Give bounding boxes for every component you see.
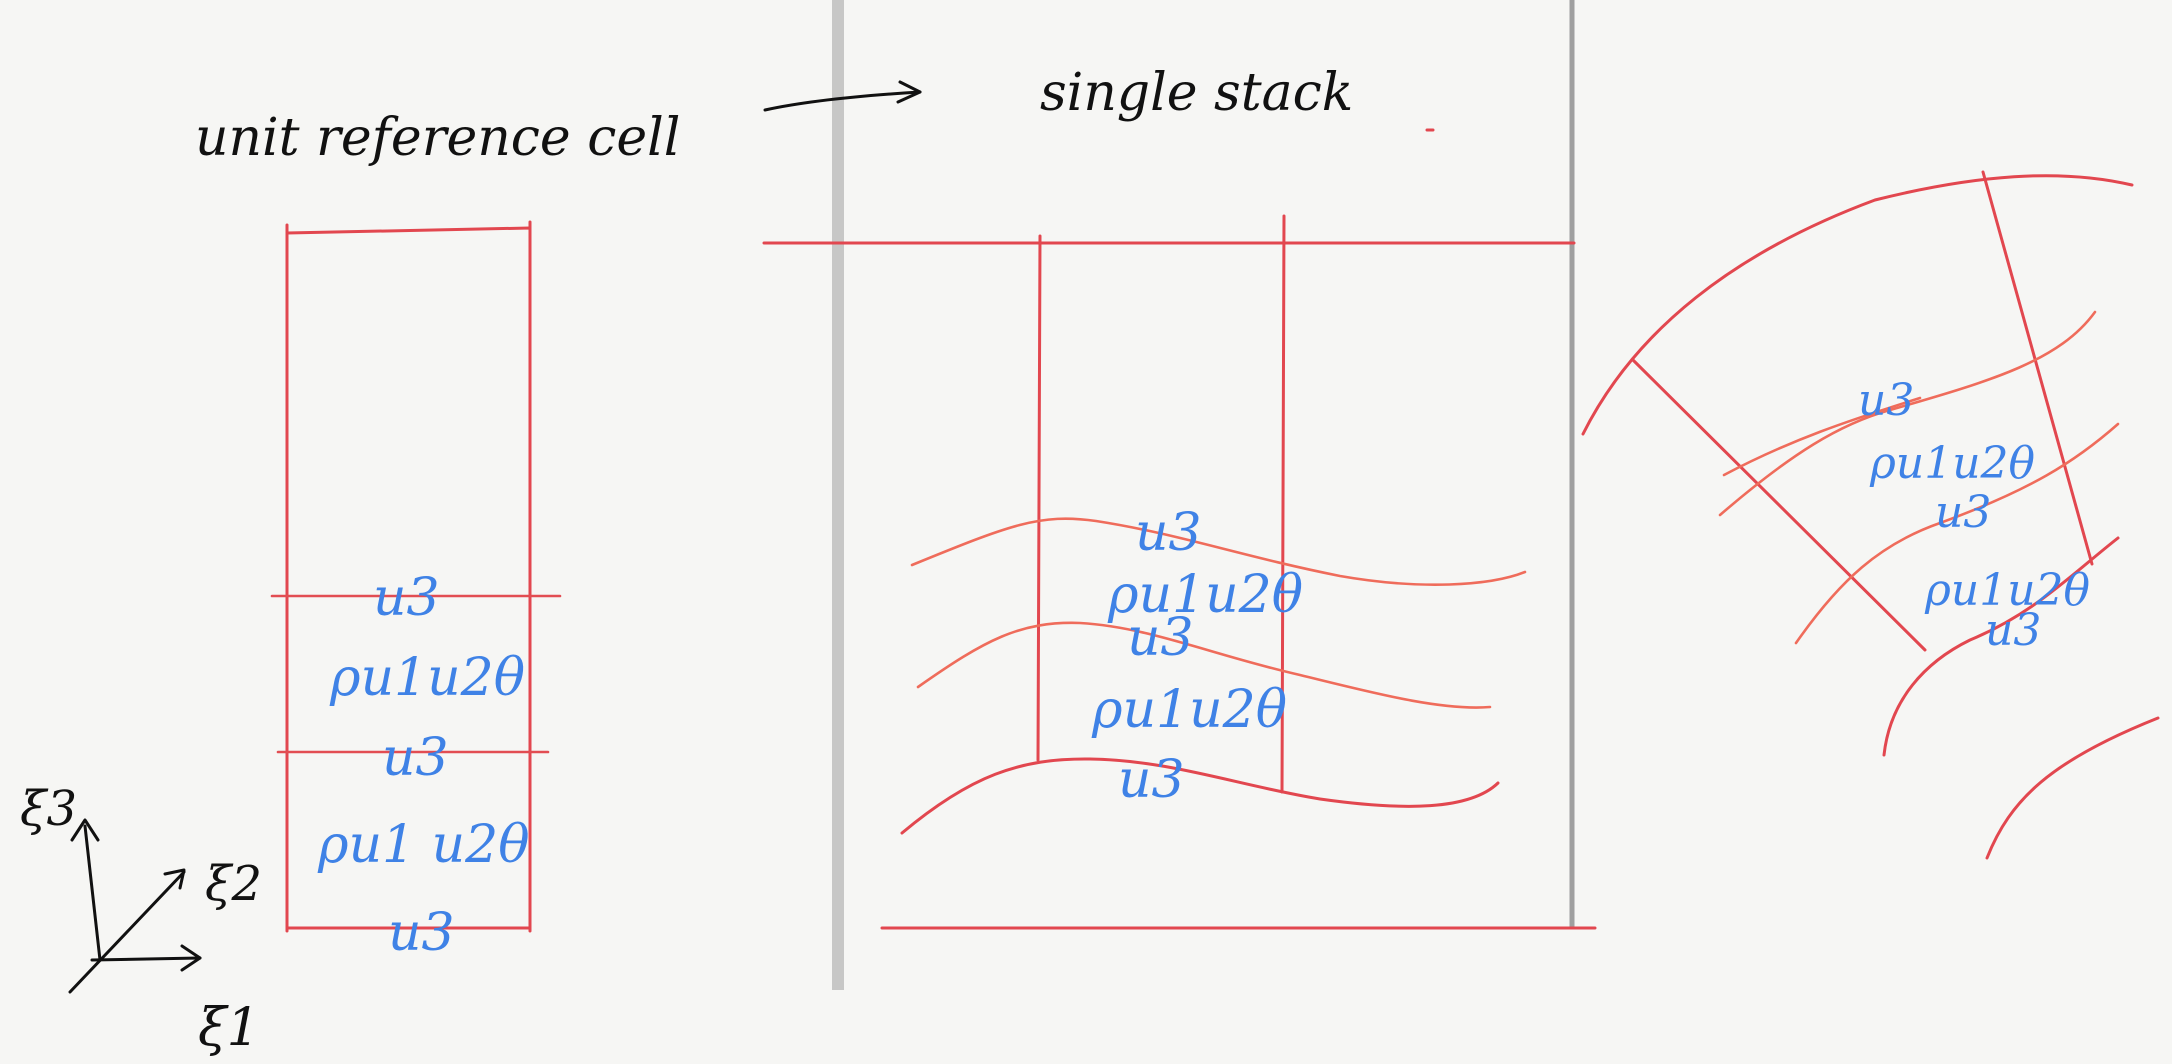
middle-middle-u3-label: u3: [1127, 608, 1194, 668]
axis-xi1-label: ξ1: [198, 998, 260, 1058]
middle-top-u3-label: u3: [1135, 503, 1202, 563]
left-bottom-u3-label: u3: [388, 903, 455, 963]
left-bottom-row-label: ρu1 u2θ: [317, 815, 530, 875]
axis-xi3-line: [83, 824, 102, 962]
right-top-u3-label: u3: [1858, 375, 1914, 426]
single-stack-wave-3: [900, 757, 1500, 835]
curved-cell-top-boundary: [1581, 174, 2134, 436]
curved-stack-wave-1-extension: [1722, 396, 1922, 477]
single-stack-left-divider: [1036, 234, 1042, 762]
middle-row-2-label: ρu1u2θ: [1091, 680, 1287, 740]
single-stack-wave-1: [910, 517, 1527, 587]
transform-arrow-shaft: [763, 90, 922, 112]
middle-row-1-label: ρu1u2θ: [1107, 565, 1303, 625]
single-stack-wave-2: [916, 621, 1492, 709]
curved-stack-wave-1: [1718, 310, 2097, 517]
axis-xi1-arrowhead: [180, 944, 202, 972]
left-middle-u3-label: u3: [382, 728, 449, 788]
axis-xi3-label: ξ3: [20, 781, 77, 837]
left-top-u3-label: u3: [373, 568, 440, 628]
curved-cell-right-edge: [1981, 170, 2094, 566]
right-bottom-u3-label: u3: [1985, 605, 2041, 656]
curved-stack-wave-3: [1882, 536, 2120, 757]
right-row-1-label: ρu1u2θ: [1869, 438, 2035, 489]
right-row-2-label: ρu1u2θ: [1924, 565, 2090, 616]
axis-xi1-line: [90, 956, 202, 962]
axis-xi2-arrowhead: [163, 868, 186, 890]
middle-title: single stack: [1040, 63, 1353, 123]
curved-stack-outer-arc: [1985, 716, 2160, 860]
left-title: unit reference cell: [195, 108, 680, 168]
axis-xi3-arrowhead: [70, 818, 100, 842]
axis-xi2-line: [68, 870, 186, 994]
single-stack-right-divider: [1280, 214, 1286, 794]
curved-stack-wave-2: [1794, 422, 2120, 645]
transform-arrow-head: [896, 80, 922, 104]
left-middle-row-label: ρu1u2θ: [329, 648, 525, 708]
middle-bottom-u3-label: u3: [1118, 750, 1185, 810]
curved-cell-left-edge: [1631, 358, 1927, 652]
right-middle-u3-label: u3: [1935, 487, 1991, 538]
axis-xi2-label: ξ2: [205, 856, 262, 912]
